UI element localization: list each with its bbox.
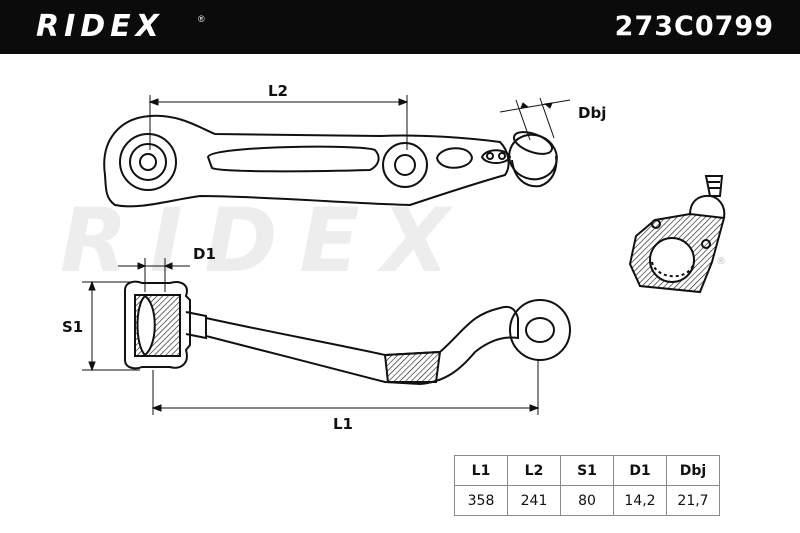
watermark-registered-mark: ® (716, 256, 726, 267)
dbj-dimension (499, 97, 571, 141)
spec-header: Dbj (666, 455, 720, 486)
spec-value: 241 (507, 485, 561, 516)
s1-dimension (82, 280, 140, 372)
spec-value: 358 (454, 485, 508, 516)
brand-logo: RIDEX (36, 9, 164, 44)
part-number: 273C0799 (614, 11, 774, 42)
technical-drawing (82, 95, 726, 415)
specs-table: L1 L2 S1 D1 Dbj 358 241 80 14,2 21,7 (454, 455, 720, 516)
specs-value-row: 358 241 80 14,2 21,7 (454, 485, 720, 516)
d1-label: D1 (193, 245, 216, 263)
specs-header-row: L1 L2 S1 D1 Dbj (454, 455, 720, 486)
spec-header: L2 (507, 455, 561, 486)
spec-header: D1 (613, 455, 667, 486)
spec-value: 14,2 (613, 485, 667, 516)
spec-value: 80 (560, 485, 614, 516)
l1-dimension (151, 360, 540, 415)
spec-header: S1 (560, 455, 614, 486)
header-bar: RIDEX ® 273C0799 (0, 0, 800, 54)
l1-label: L1 (333, 415, 353, 433)
watermark-logo: RIDEX (60, 189, 472, 292)
spec-value: 21,7 (666, 485, 720, 516)
spec-header: L1 (454, 455, 508, 486)
s1-label: S1 (62, 318, 84, 336)
top-view-arm (103, 114, 558, 208)
registered-mark: ® (198, 14, 205, 24)
ball-joint-section (628, 175, 726, 294)
d1-dimension (118, 258, 190, 292)
l2-dimension (148, 95, 409, 150)
l2-label: L2 (268, 82, 288, 100)
dbj-label: Dbj (578, 104, 607, 122)
side-view-arm (124, 280, 571, 386)
